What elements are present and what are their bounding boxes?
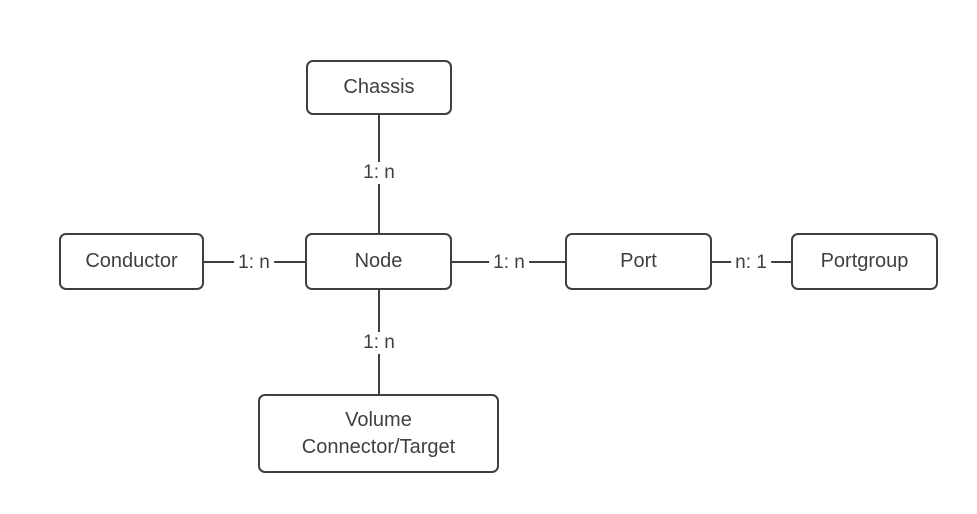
entity-node: Node bbox=[305, 233, 452, 290]
edge-label-port-portgroup: n: 1 bbox=[731, 252, 771, 274]
entity-chassis: Chassis bbox=[306, 60, 452, 115]
edge-label-conductor-node: 1: n bbox=[234, 252, 274, 274]
entity-conductor: Conductor bbox=[59, 233, 204, 290]
entity-volume-connector-target: Volume Connector/Target bbox=[258, 394, 499, 473]
entity-port: Port bbox=[565, 233, 712, 290]
edge-label-chassis-node: 1: n bbox=[359, 162, 399, 184]
edge-label-node-volume: 1: n bbox=[359, 332, 399, 354]
edge-label-node-port: 1: n bbox=[489, 252, 529, 274]
entity-portgroup: Portgroup bbox=[791, 233, 938, 290]
